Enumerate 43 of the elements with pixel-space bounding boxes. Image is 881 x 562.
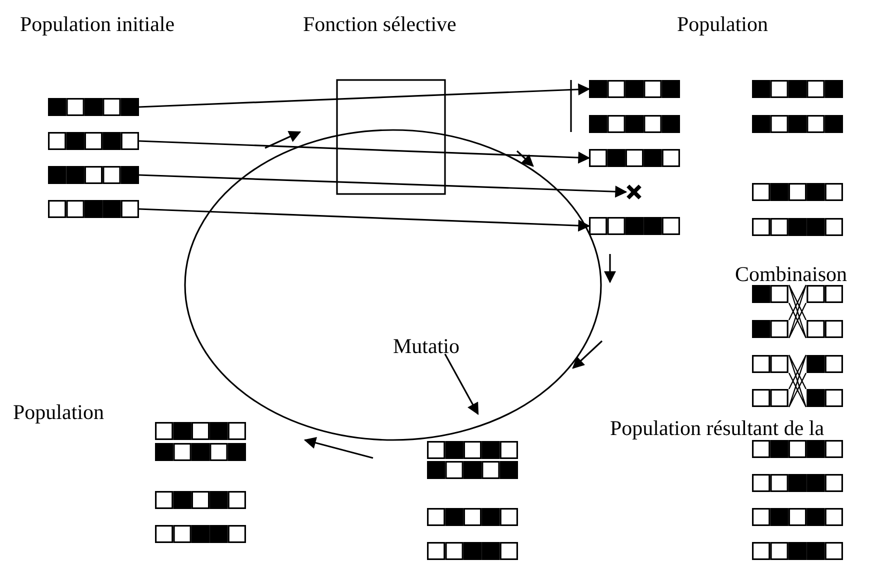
chromosome-bar <box>752 183 843 201</box>
heading-label: Fonction sélective <box>303 12 456 36</box>
chromosome-bar <box>752 355 843 373</box>
chromosome-bar <box>752 115 843 133</box>
heading-label: Population <box>13 400 104 424</box>
chromosome-bar <box>752 218 843 236</box>
chromosome-bar <box>752 285 843 303</box>
step-label: Mutatio <box>393 334 460 358</box>
chromosome-bar <box>752 440 843 458</box>
chromosome-bar <box>752 542 843 560</box>
chromosome-bar <box>427 508 518 526</box>
chromosome-bar <box>427 542 518 560</box>
arrow <box>138 208 590 232</box>
heading-label: Population <box>677 12 768 36</box>
chromosome-bar <box>752 80 843 98</box>
chromosome-bar <box>155 422 246 440</box>
chromosome-bar <box>752 389 843 407</box>
arrow <box>138 140 590 164</box>
chromosome-bar <box>427 461 518 479</box>
chromosome-bar <box>155 491 246 509</box>
chromosome-bar <box>752 474 843 492</box>
chromosome-bar <box>752 320 843 338</box>
chromosome-bar <box>48 200 139 218</box>
chromosome-bar <box>589 115 680 133</box>
chromosome-bar <box>48 98 139 116</box>
leader-line <box>444 354 479 416</box>
reject-cross-icon <box>626 184 642 200</box>
heading-label: Combinaison <box>735 262 848 286</box>
crossover-lines <box>788 354 807 408</box>
chromosome-bar <box>589 217 680 235</box>
arrow <box>138 83 590 108</box>
chromosome-bar <box>427 441 518 459</box>
chromosome-bar <box>48 132 139 150</box>
chromosome-bar <box>589 149 680 167</box>
arrow <box>138 174 628 198</box>
chromosome-bar <box>589 80 680 98</box>
chromosome-bar <box>155 443 246 461</box>
heading-label: Population initiale <box>20 12 175 36</box>
chromosome-bar <box>752 508 843 526</box>
heading-label: Population résultant de la <box>610 416 824 440</box>
crossover-lines <box>788 284 807 339</box>
chromosome-bar <box>48 166 139 184</box>
chromosome-bar <box>155 525 246 543</box>
